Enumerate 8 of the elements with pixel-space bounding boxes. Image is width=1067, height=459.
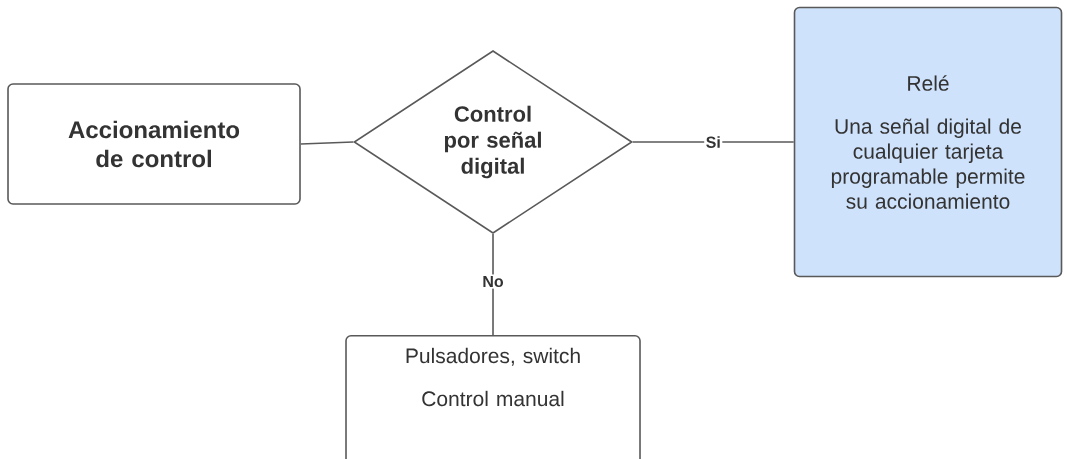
connector-line [632,141,795,143]
edge-label: Si [704,134,723,150]
process-box: Pulsadores, switch Control manual [345,335,641,459]
process-box: Accionamiento de control [7,83,301,205]
connector-line [492,233,494,336]
process-box: Relé Una señal digital de cualquier tarjeta programable permite su accionamiento [793,6,1063,278]
connector-line [300,141,354,145]
edge-label: No [480,274,506,289]
